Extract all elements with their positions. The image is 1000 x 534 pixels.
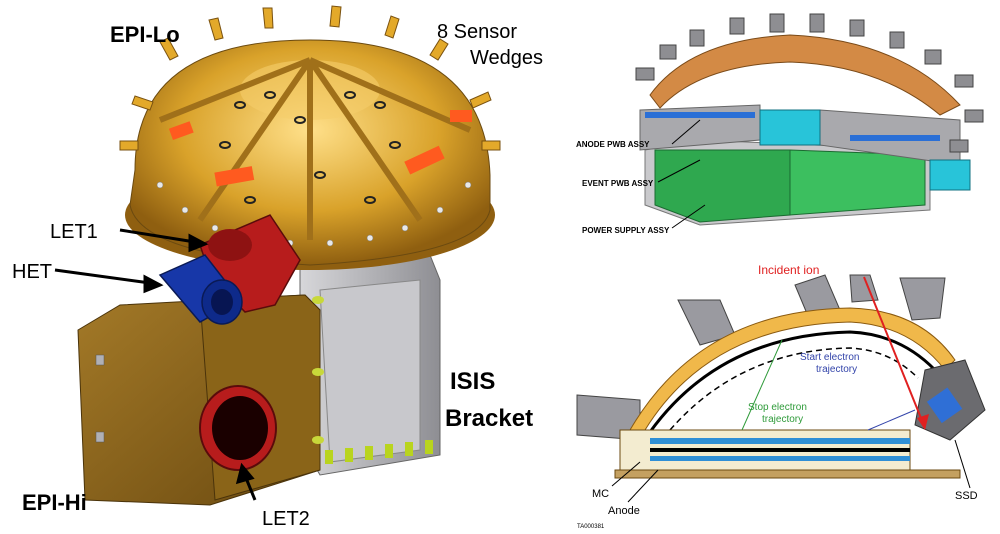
stop-electron-label-line2: trajectory xyxy=(762,414,803,425)
start-electron-label-line2: trajectory xyxy=(816,364,857,375)
let2-label: LET2 xyxy=(262,508,310,530)
anode-pwb-assy-label: ANODE PWB ASSY xyxy=(576,140,650,149)
let1-label: LET1 xyxy=(50,221,98,243)
epi-hi-label: EPI-Hi xyxy=(22,490,87,515)
het-label: HET xyxy=(12,261,52,283)
sensor-wedges-label-line2: Wedges xyxy=(470,47,543,69)
event-pwb-assy-label: EVENT PWB ASSY xyxy=(582,179,654,188)
isis-label-line2: Bracket xyxy=(445,405,533,432)
epi-instrument-illustration: EPI-Lo 8 Sensor Wedges LET1 HET ISIS Bra… xyxy=(12,5,543,530)
epi-hi-box xyxy=(77,294,324,506)
mc-label: MC xyxy=(592,488,609,500)
ssd-label: SSD xyxy=(955,490,978,502)
figure-id-label: TA000381 xyxy=(577,524,605,530)
anode-label: Anode xyxy=(608,505,640,517)
power-supply-assy-label: POWER SUPPLY ASSY xyxy=(582,226,670,235)
epi-lo-cross-section: Incident ion Start electron trajectory S… xyxy=(576,263,986,530)
start-electron-label-line1: Start electron xyxy=(800,352,859,363)
epi-lo-cutaway-assembly: ANODE PWB ASSY EVENT PWB ASSY POWER SUPP… xyxy=(576,13,984,235)
incident-ion-label: Incident ion xyxy=(758,263,819,277)
sensor-wedges-label-line1: 8 Sensor xyxy=(437,21,517,43)
isis-bracket xyxy=(299,229,441,476)
stop-electron-label-line1: Stop electron xyxy=(748,402,807,413)
let2-telescope xyxy=(199,385,277,471)
isis-label-line1: ISIS xyxy=(450,368,495,395)
epi-lo-label: EPI-Lo xyxy=(110,22,180,47)
het-telescope xyxy=(158,254,243,325)
callout-arrows xyxy=(54,228,257,501)
